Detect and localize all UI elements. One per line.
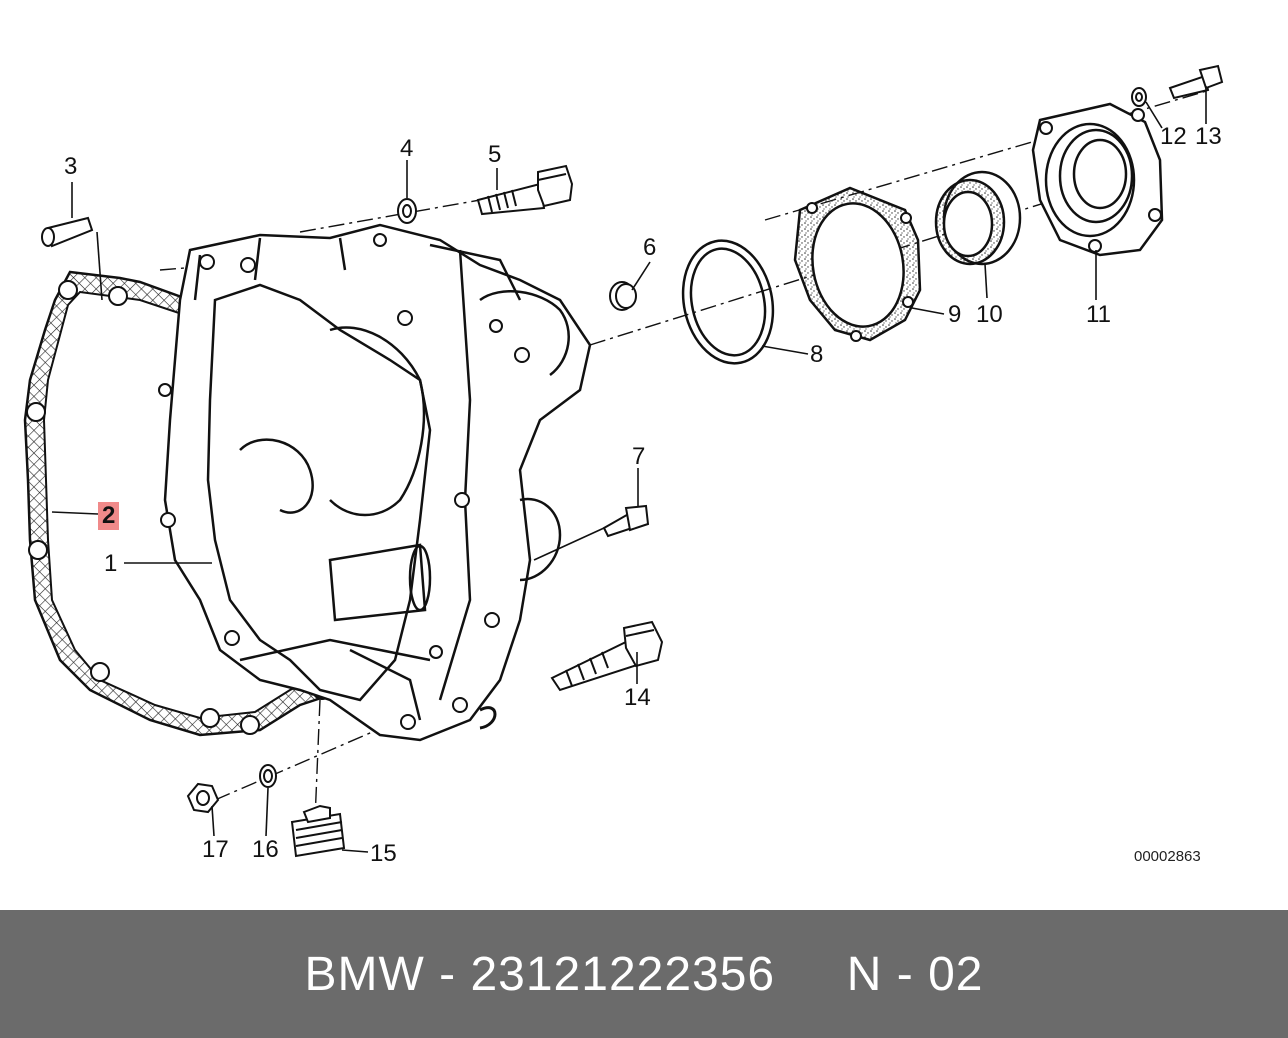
exploded-view-drawing: [23, 64, 1224, 858]
plug-6-part: [609, 281, 637, 311]
callout-16: 16: [252, 836, 279, 863]
nut-17-part: [186, 782, 220, 814]
callout-4: 4: [400, 135, 414, 162]
housing-part: [158, 223, 592, 742]
callout-17: 17: [202, 836, 229, 863]
washer-16-part: [259, 764, 277, 788]
leader-lines: [51, 86, 1207, 853]
parts-diagram: 3 4 5 6 7 8 9 10 11 12 13 14 15 16 17 1 …: [23, 64, 1224, 867]
diagram-reference-code: 00002863: [1134, 848, 1201, 865]
callout-6: 6: [643, 234, 657, 261]
part-number-caption: BMW - 23121222356 N - 02: [304, 947, 984, 1001]
gasket-9-part: [793, 186, 922, 342]
callout-9: 9: [948, 301, 962, 328]
plug-15-part: [290, 804, 346, 858]
callout-5: 5: [488, 141, 502, 168]
callout-12: 12: [1160, 123, 1187, 150]
callout-15: 15: [370, 840, 397, 867]
callout-14: 14: [624, 684, 651, 711]
callout-10: 10: [976, 301, 1003, 328]
bolt-7-part: [602, 504, 650, 538]
bolt-5-part: [476, 164, 574, 216]
seal-10-part: [934, 170, 1022, 266]
footer-bar: BMW - 23121222356 N - 02: [0, 910, 1288, 1038]
bolt-14-part: [550, 620, 664, 692]
callout-11: 11: [1086, 301, 1111, 328]
washer-12-part: [1131, 87, 1147, 107]
callout-7: 7: [632, 443, 646, 470]
cover-11-part: [1031, 102, 1164, 257]
bolt-13-part: [1168, 64, 1224, 100]
ring-8-part: [681, 239, 775, 365]
callout-2-highlighted: 2: [98, 502, 120, 530]
callout-8: 8: [810, 341, 824, 368]
callout-3: 3: [64, 153, 78, 180]
callout-1: 1: [104, 550, 118, 577]
washer-4-part: [397, 198, 417, 224]
dowel-pin-part: [41, 216, 94, 248]
callout-13: 13: [1195, 123, 1222, 150]
